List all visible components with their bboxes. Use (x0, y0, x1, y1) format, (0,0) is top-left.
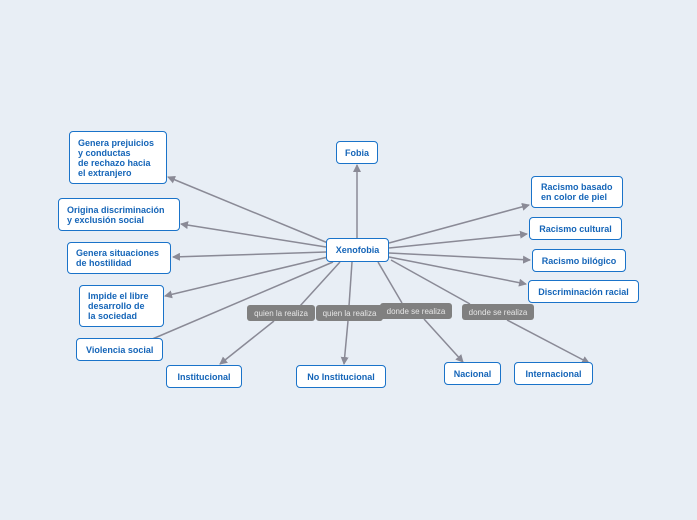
edge-violencia-social (149, 261, 334, 341)
node-nacional[interactable]: Nacional (444, 362, 501, 385)
edge-racismo-biologico (388, 252, 531, 264)
node-fobia[interactable]: Fobia (336, 141, 378, 164)
edge-no-institucional (340, 320, 349, 365)
node-racismo-piel[interactable]: Racismo basado en color de piel (531, 176, 623, 208)
edge-genera-prejuicios (167, 175, 329, 244)
node-genera-prejuicios[interactable]: Genera prejuicios y conductas de rechazo… (69, 131, 167, 184)
edge-internacional (506, 319, 590, 364)
node-institucional[interactable]: Institucional (166, 365, 242, 388)
node-no-institucional[interactable]: No Institucional (296, 365, 386, 388)
edge-discriminacion-racial (388, 256, 527, 287)
edge-origina-discriminacion (180, 221, 327, 248)
node-origina-discriminacion[interactable]: Origina discriminación y exclusión socia… (58, 198, 180, 231)
tag-quien-la-realiza-1: quien la realiza (247, 305, 315, 321)
node-genera-hostilidad[interactable]: Genera situaciones de hostilidad (67, 242, 171, 274)
edge-impide-desarrollo (164, 256, 329, 299)
node-racismo-biologico[interactable]: Racismo bilógico (532, 249, 626, 272)
node-impide-desarrollo[interactable]: Impide el libre desarrollo de la socieda… (79, 285, 164, 327)
tag-quien-la-realiza-2: quien la realiza (316, 305, 383, 321)
node-internacional[interactable]: Internacional (514, 362, 593, 385)
node-racismo-cultural[interactable]: Racismo cultural (529, 217, 622, 240)
edge-racismo-piel (388, 202, 530, 244)
edge-genera-hostilidad (172, 251, 327, 261)
edge-institucional (219, 320, 275, 365)
tag-donde-se-realiza-2: donde se realiza (462, 304, 534, 320)
edge-quien1 (299, 261, 341, 307)
node-violencia-social[interactable]: Violencia social (76, 338, 163, 361)
edge-donde1 (377, 261, 403, 304)
tag-donde-se-realiza-1: donde se realiza (380, 303, 452, 319)
edge-racismo-cultural (388, 230, 528, 249)
edge-donde2 (390, 259, 471, 305)
edge-nacional (423, 318, 464, 363)
node-xenofobia[interactable]: Xenofobia (326, 238, 389, 262)
node-discriminacion-racial[interactable]: Discriminación racial (528, 280, 639, 303)
edge-quien2 (348, 261, 353, 307)
